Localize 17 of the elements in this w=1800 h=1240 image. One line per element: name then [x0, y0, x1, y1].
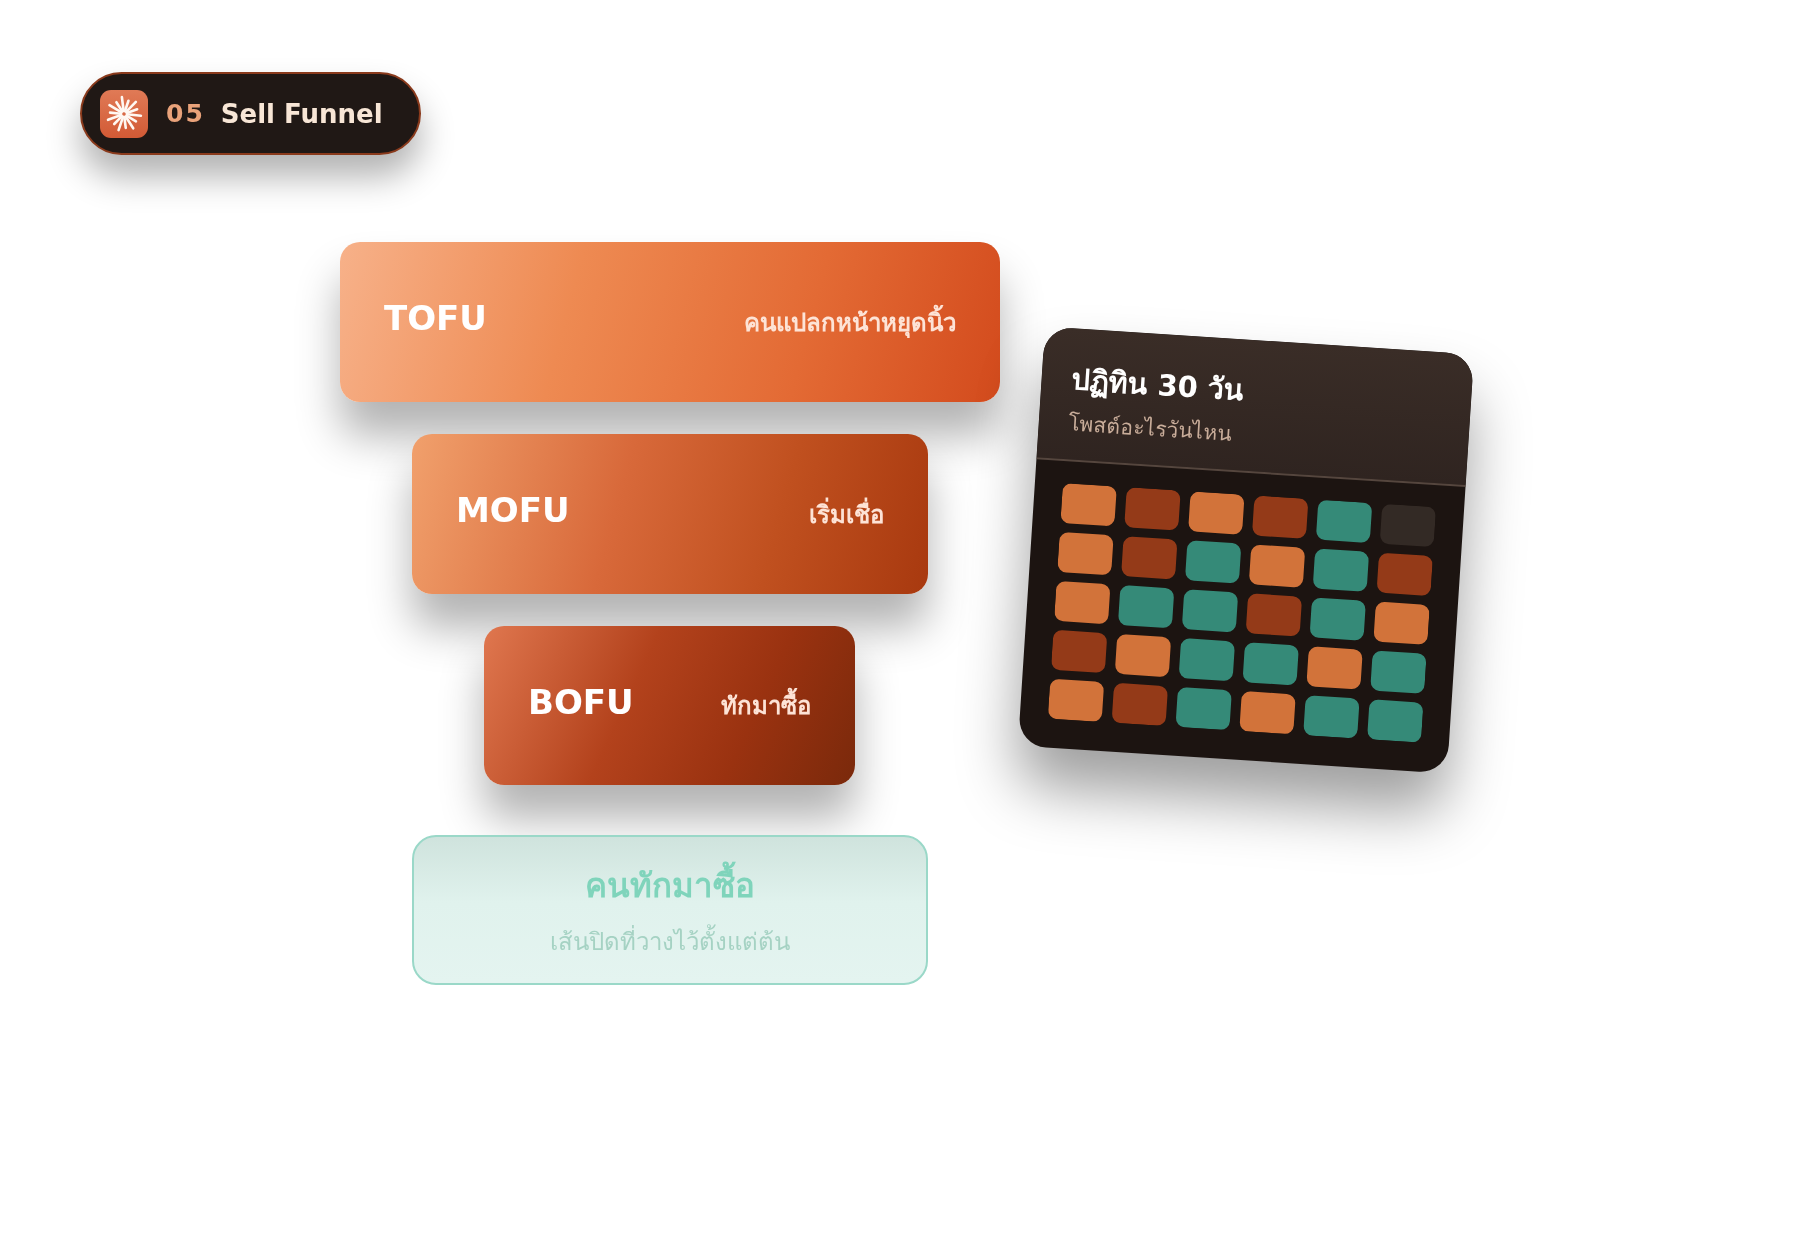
- stage-description: คนแปลกหน้าหยุดนิ้ว: [744, 302, 956, 342]
- outcome-panel: [412, 835, 928, 985]
- funnel-stage-bar: [412, 434, 928, 594]
- stage-description: ทักมาซื้อ: [721, 686, 811, 725]
- step-number: 05: [166, 99, 205, 128]
- calendar-title: ปฏิทิน 30 วัน: [1070, 361, 1246, 410]
- stage-name: MOFU: [456, 490, 570, 530]
- stage-description: เริ่มเชื่อ: [809, 494, 884, 534]
- outcome-title: คนทักมาซื้อ: [585, 859, 755, 912]
- stage-name: TOFU: [384, 298, 487, 338]
- calendar-subtitle: โพสต์อะไรวันไหน: [1067, 410, 1233, 448]
- funnel-stage-bar: [484, 626, 855, 785]
- funnel-stage-bar: [340, 242, 1000, 402]
- title-badge: [80, 72, 421, 155]
- outcome-subtitle: เส้นปิดที่วางไว้ตั้งแต่ต้น: [550, 922, 790, 961]
- badge-title: Sell Funnel: [220, 98, 383, 129]
- stage-name: BOFU: [528, 681, 634, 722]
